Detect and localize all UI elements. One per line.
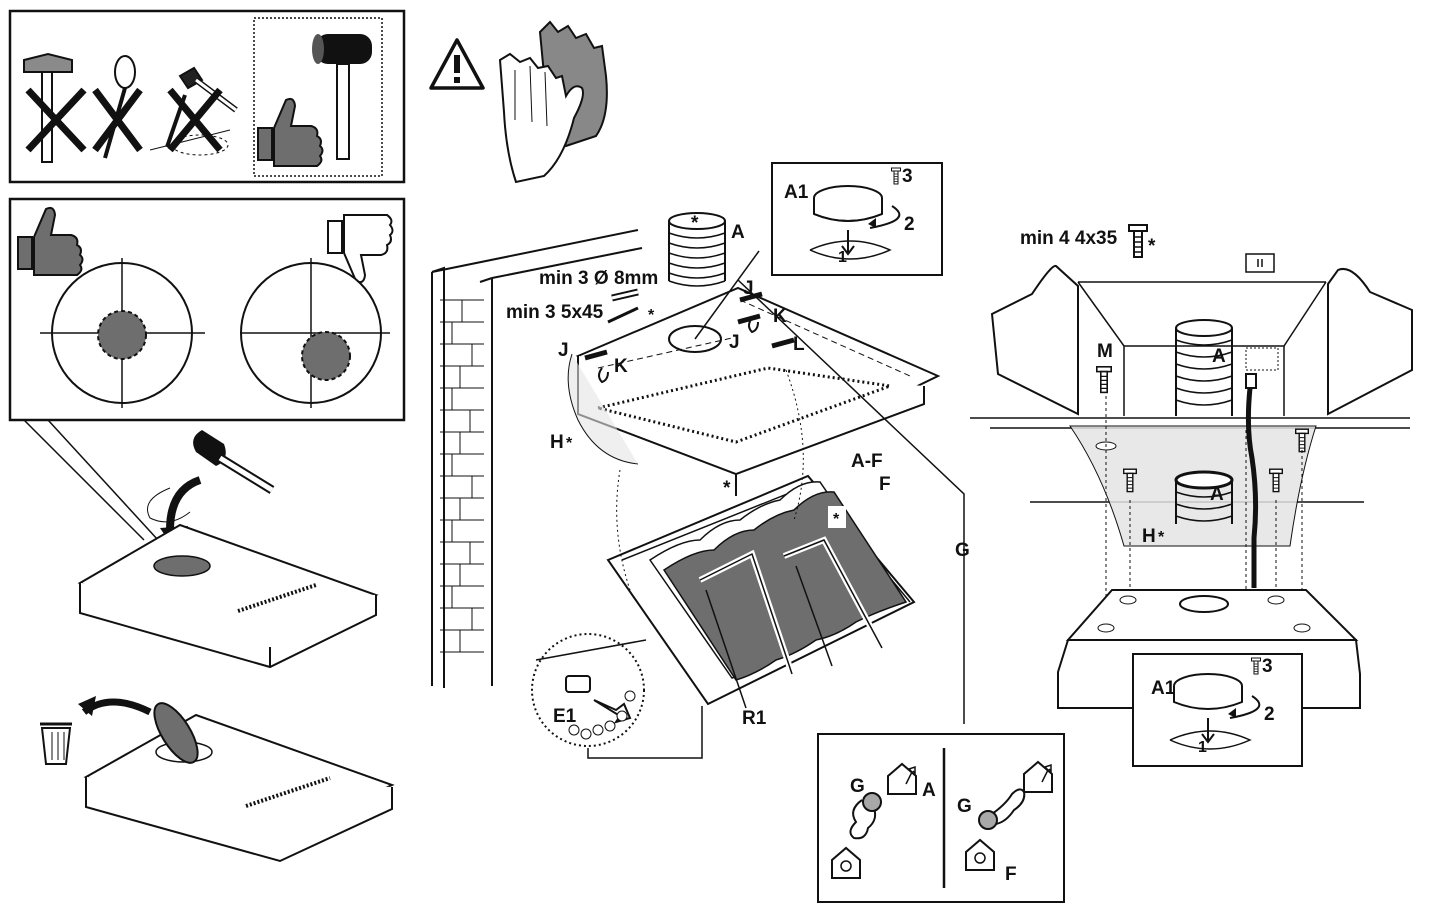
label-asterisk: * bbox=[691, 213, 699, 234]
cross-icon bbox=[25, 87, 87, 153]
label-AF: A-F bbox=[851, 451, 883, 472]
E1-detail bbox=[531, 633, 647, 747]
mallet-icon bbox=[312, 34, 372, 160]
brick-pattern bbox=[440, 299, 484, 653]
label-A: A bbox=[731, 222, 745, 243]
hanger-brackets-K bbox=[598, 317, 759, 384]
duct-A-upper bbox=[1175, 319, 1233, 416]
A1-detail-box bbox=[771, 162, 943, 276]
airflow-mode-panel bbox=[817, 733, 1065, 903]
thumbs-down-icon bbox=[327, 214, 394, 284]
offset-center-target bbox=[240, 258, 390, 408]
label-screws: min 3 5x45 bbox=[506, 302, 604, 323]
trash-bin-icon bbox=[40, 722, 72, 765]
filter-assembly bbox=[587, 474, 916, 759]
hood-cutout-step bbox=[77, 430, 379, 669]
label-K: K bbox=[773, 306, 787, 327]
label-G: G bbox=[850, 776, 865, 797]
label-asterisk: * bbox=[566, 435, 573, 452]
label-asterisk: * bbox=[648, 307, 655, 324]
label-3: 3 bbox=[902, 166, 913, 187]
label-A: A bbox=[922, 780, 936, 801]
label-ceiling-screws: min 4 4x35 bbox=[1020, 228, 1118, 249]
recirculation-icon bbox=[831, 838, 995, 879]
label-G: G bbox=[957, 796, 972, 817]
label-J: J bbox=[729, 332, 740, 353]
duct-connector-A bbox=[668, 212, 726, 287]
label-A1: A1 bbox=[1151, 678, 1176, 699]
label-R1: R1 bbox=[742, 708, 767, 729]
label-A: A bbox=[1212, 346, 1226, 367]
marking-panel bbox=[8, 197, 406, 541]
labels: min 3 Ø 8mm min 3 5x45 * * A A1 3 2 1 J … bbox=[506, 166, 1275, 885]
screw-icon bbox=[1128, 224, 1148, 258]
label-2: 2 bbox=[1264, 704, 1275, 725]
cross-icon bbox=[92, 87, 143, 153]
A1-detail-box-ceiling bbox=[1132, 653, 1303, 767]
label-asterisk: * bbox=[723, 478, 731, 499]
wall-plugs bbox=[584, 288, 795, 361]
label-J: J bbox=[558, 340, 569, 361]
power-cable bbox=[1245, 347, 1279, 588]
label-asterisk: * bbox=[1148, 236, 1156, 257]
switch-G-recirc bbox=[978, 788, 1026, 830]
warning-icon bbox=[429, 38, 485, 90]
label-F: F bbox=[1005, 864, 1017, 885]
correct-center-target bbox=[40, 258, 205, 408]
label-A: A bbox=[1210, 484, 1224, 505]
guide-lines bbox=[1105, 396, 1303, 650]
label-F: F bbox=[879, 474, 891, 495]
duct-A-lower bbox=[1174, 470, 1234, 524]
gloves-icon bbox=[498, 20, 608, 184]
label-K: K bbox=[614, 356, 628, 377]
label-L: L bbox=[793, 334, 805, 355]
mallet-icon bbox=[193, 430, 275, 494]
hood-discard-step bbox=[40, 696, 395, 863]
label-E1: E1 bbox=[553, 706, 577, 727]
label-A1: A1 bbox=[784, 182, 809, 203]
label-2: 2 bbox=[904, 214, 915, 235]
label-J: J bbox=[743, 278, 754, 299]
switch-G-duct bbox=[849, 792, 882, 840]
ceiling-installation bbox=[970, 224, 1413, 767]
label-plugs: min 3 Ø 8mm bbox=[539, 268, 658, 289]
wall-installation bbox=[431, 162, 965, 759]
label-H: H bbox=[550, 432, 564, 453]
label-1: 1 bbox=[838, 249, 847, 266]
label-G: G bbox=[955, 540, 970, 561]
tools-panel bbox=[8, 9, 406, 184]
hood-body bbox=[567, 286, 941, 496]
label-asterisk: * bbox=[833, 511, 840, 528]
label-3: 3 bbox=[1262, 656, 1273, 677]
power-socket-icon bbox=[1245, 253, 1275, 273]
label-1: 1 bbox=[1198, 739, 1207, 756]
duct-out-icon bbox=[887, 760, 1053, 795]
label-H: H bbox=[1142, 526, 1156, 547]
label-M: M bbox=[1097, 341, 1113, 362]
cross-icon bbox=[167, 87, 223, 153]
label-asterisk: * bbox=[1158, 529, 1165, 546]
